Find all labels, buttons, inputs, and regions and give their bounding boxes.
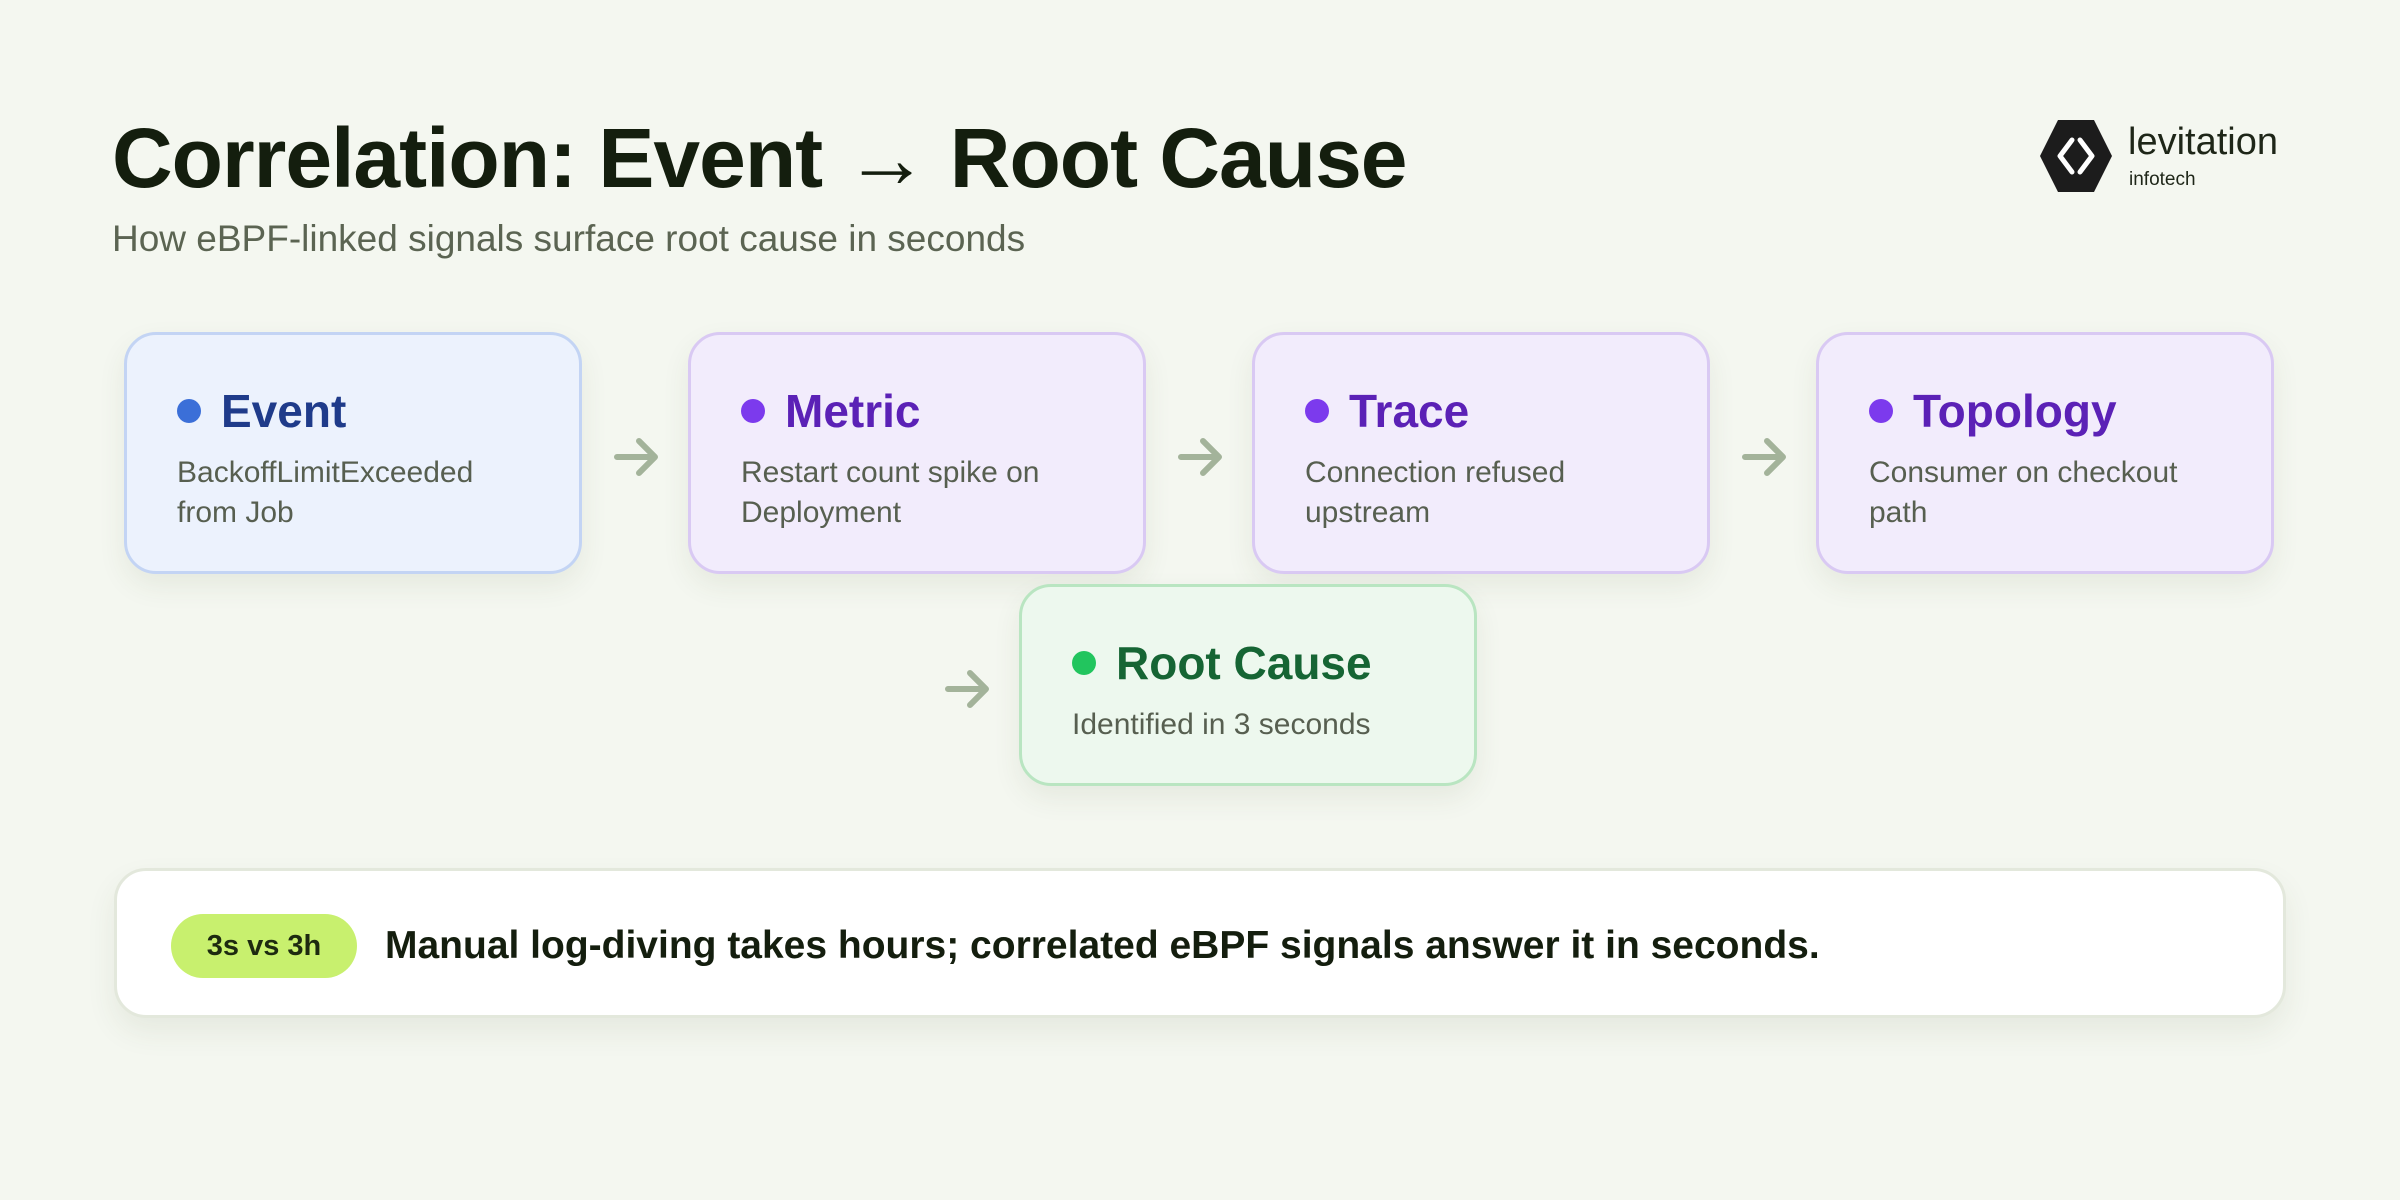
brand-tagline: infotech — [2129, 169, 2196, 190]
page-title: Correlation: Event → Root Cause — [112, 111, 1408, 205]
brand-name: levitation — [2128, 121, 2278, 163]
hexagon-code-brackets-logo-icon — [2040, 120, 2112, 192]
flow-node-topology: Topology Consumer on checkout path — [1816, 332, 2274, 574]
node-title: Trace — [1349, 385, 1470, 437]
brand-logo: levitation infotech — [2040, 116, 2300, 196]
node-dot — [1305, 399, 1329, 423]
arrow-right-icon — [1178, 438, 1222, 476]
flow-node-event: Event BackoffLimitExceeded from Job — [124, 332, 582, 574]
node-title: Event — [221, 385, 347, 437]
node-description: Restart count spike on Deployment — [741, 456, 1040, 529]
arrow-right-icon — [614, 438, 658, 476]
node-description: Connection refused upstream — [1305, 456, 1566, 529]
node-title: Metric — [785, 385, 921, 437]
node-title: Root Cause — [1116, 637, 1372, 689]
arrow-right-icon — [945, 670, 989, 708]
flow-node-trace: Trace Connection refused upstream — [1252, 332, 1710, 574]
node-dot — [177, 399, 201, 423]
node-description: Identified in 3 seconds — [1072, 708, 1371, 741]
node-title: Topology — [1913, 385, 2117, 437]
arrow-right-icon — [1742, 438, 1786, 476]
flow-node-root-cause: Root Cause Identified in 3 seconds — [1019, 584, 1477, 786]
node-description: Consumer on checkout path — [1869, 456, 2178, 529]
page-subtitle: How eBPF-linked signals surface root cau… — [112, 218, 1026, 259]
flow-node-metric: Metric Restart count spike on Deployment — [688, 332, 1146, 574]
callout-text: Manual log-diving takes hours; correlate… — [385, 924, 1820, 967]
comparison-badge: 3s vs 3h — [171, 914, 357, 978]
summary-callout: 3s vs 3h Manual log-diving takes hours; … — [114, 868, 2286, 1018]
node-dot — [1072, 651, 1096, 675]
node-description: BackoffLimitExceeded from Job — [177, 456, 474, 529]
node-dot — [741, 399, 765, 423]
node-dot — [1869, 399, 1893, 423]
